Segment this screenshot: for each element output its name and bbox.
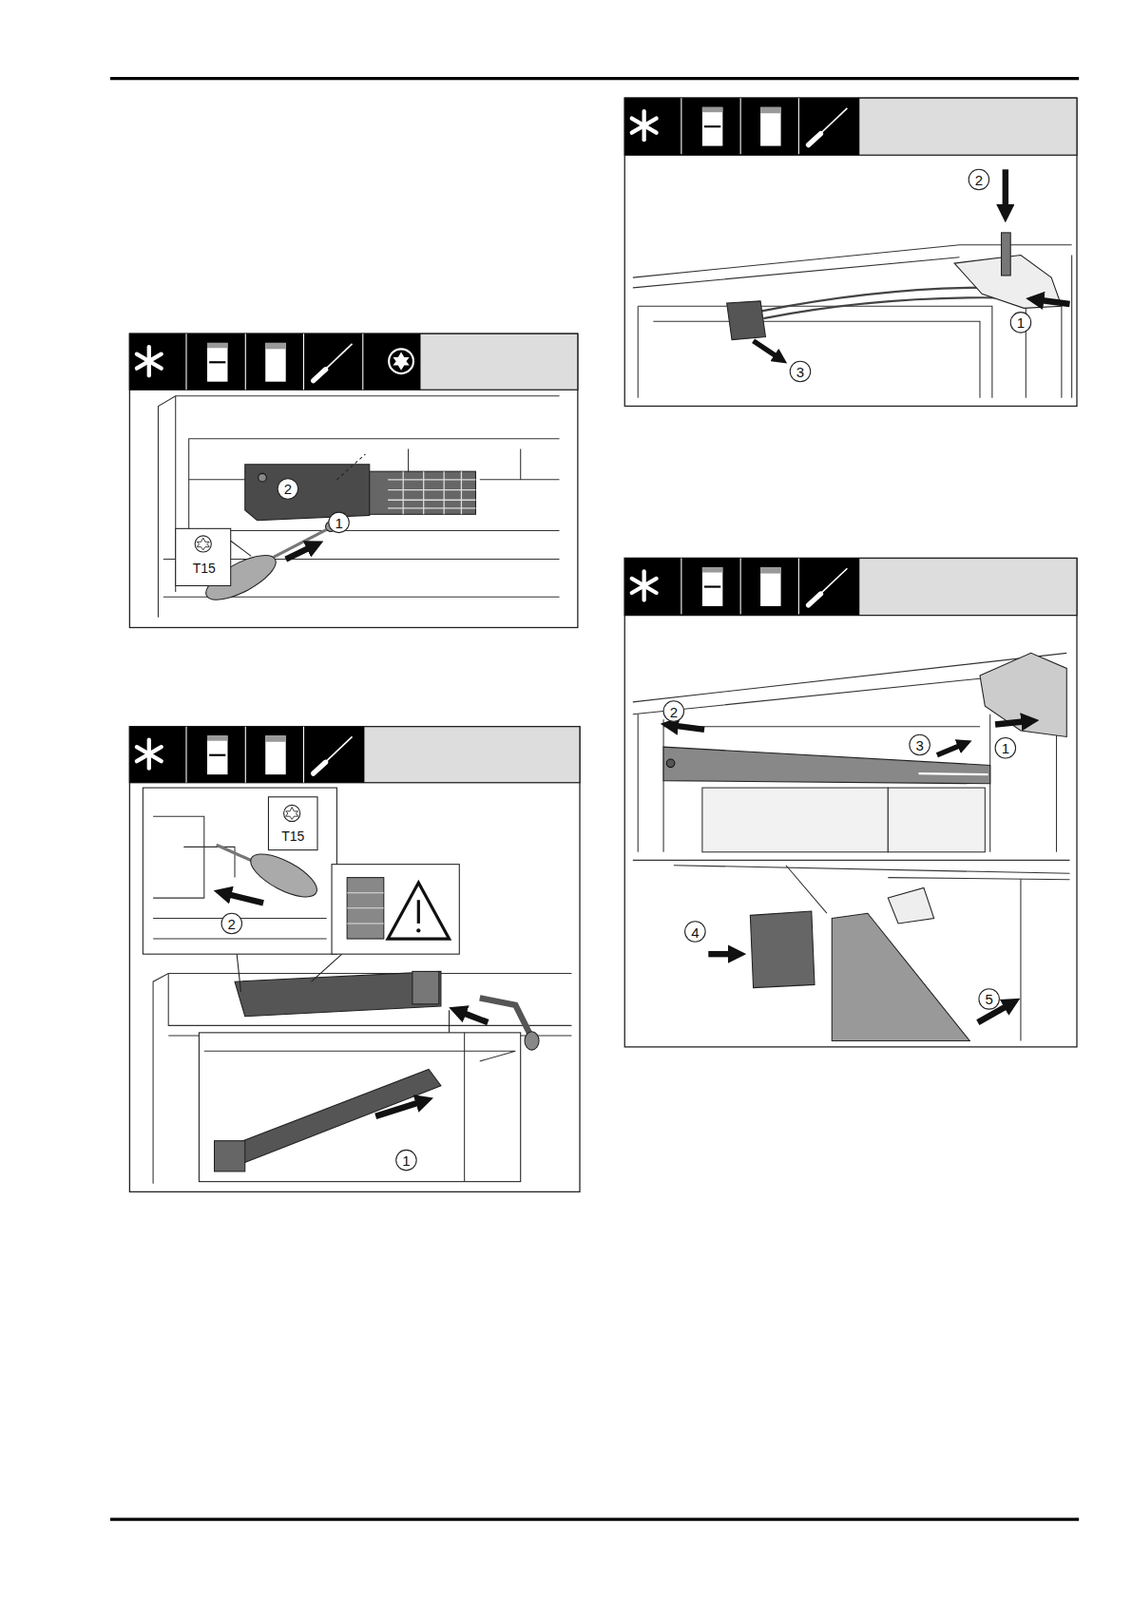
callout-number: 3 bbox=[796, 364, 805, 379]
callout-number: 1 bbox=[334, 515, 343, 530]
callout-number: 1 bbox=[1001, 741, 1010, 756]
tool-size: T15 bbox=[192, 561, 216, 576]
callout-number: 5 bbox=[984, 992, 993, 1007]
panel-two bbox=[129, 727, 580, 1193]
callout-number: 2 bbox=[670, 704, 678, 719]
panel-three bbox=[624, 97, 1077, 406]
tool-size: T15 bbox=[281, 829, 305, 844]
callout-number: 2 bbox=[228, 916, 236, 931]
panel-four bbox=[624, 557, 1077, 1047]
callout-number: 3 bbox=[915, 737, 923, 752]
callout-number: 1 bbox=[1016, 315, 1025, 330]
callout-number: 2 bbox=[975, 172, 983, 188]
bottom-rule bbox=[110, 1518, 1079, 1522]
callout-number: 1 bbox=[402, 1153, 410, 1169]
panel-one bbox=[129, 333, 577, 628]
callout-number: 4 bbox=[690, 924, 699, 940]
top-rule bbox=[110, 76, 1079, 80]
callout-number: 2 bbox=[284, 481, 292, 497]
